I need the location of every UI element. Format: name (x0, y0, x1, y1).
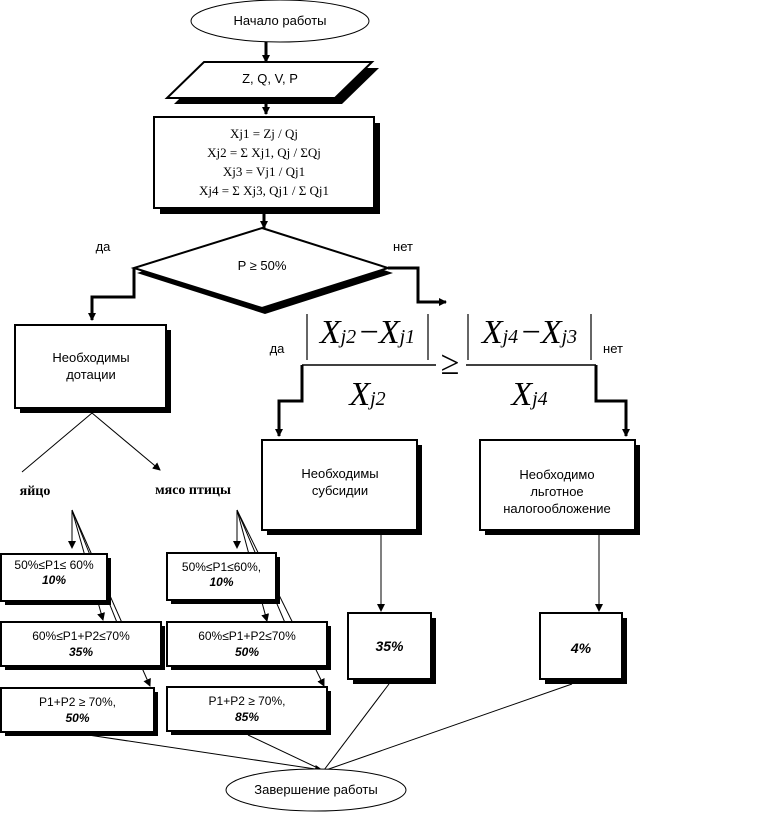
poultry-r1-value: 10% (209, 575, 234, 589)
subsidy-value-box (347, 612, 432, 680)
dotacii-label: Необходимы дотации (52, 350, 130, 382)
egg-r1-cond: 50%≤P1≤ 60% (14, 558, 94, 572)
decision1-no: нет (393, 239, 413, 254)
connector-tax-end (325, 683, 573, 771)
lgota-label: Необходимо льготное налогообложение (503, 467, 611, 516)
egg-r1-box (0, 553, 108, 602)
egg-r2-cond: 60%≤P1+P2≤70% (32, 629, 130, 643)
poultry-r3-text: P1+P2 ≥ 70%, 85% (170, 693, 324, 725)
decision2-yes: да (269, 341, 285, 356)
input-parallelogram (164, 61, 375, 99)
poultry-r1-cond: 50%≤P1≤60%, (181, 560, 262, 574)
tax-value-box (539, 612, 623, 680)
poultry-r2-text: 60%≤P1+P2≤70% 50% (170, 628, 324, 660)
decision2-no: нет (603, 341, 623, 356)
connector-poultry-end (247, 734, 323, 771)
connector-dotacii-egg (21, 412, 93, 473)
end-terminator (225, 768, 407, 812)
subsidii-box (261, 439, 418, 531)
ratio-right-denominator: Xj4 (511, 376, 548, 413)
lgota-box (479, 439, 636, 531)
egg-r3-cond: P1+P2 ≥ 70%, (39, 695, 116, 709)
egg-r1-value: 10% (41, 573, 67, 587)
egg-r3-text: P1+P2 ≥ 70%, 50% (4, 694, 151, 726)
connector-egg-end (74, 732, 323, 773)
egg-title: яйцо (19, 484, 51, 499)
connector-ratio-yes (275, 365, 304, 437)
ratio-right-numerator: Xj4 −Xj3 (481, 314, 578, 351)
poultry-r3-cond: P1+P2 ≥ 70%, (208, 694, 286, 708)
poultry-r2-value: 50% (234, 645, 260, 659)
egg-r2-box (0, 621, 162, 667)
connector-ratio-no (594, 365, 630, 437)
start-terminator (190, 0, 370, 43)
dotacii-box (14, 324, 167, 409)
poultry-r1-box (166, 552, 277, 601)
connector-yes-dotacii (88, 268, 136, 321)
end-label: Завершение работы (254, 782, 378, 797)
calc-line-4: Xj4 = Σ Xj3, Qj1 / Σ Qj1 (198, 183, 330, 198)
decision1-condition: P ≥ 50% (237, 258, 287, 273)
egg-r3-value: 50% (65, 711, 90, 725)
calc-formulas: Xj1 = Zj / Qj Xj2 = Σ Xj1, Qj / ΣQj Xj3 … (156, 124, 372, 200)
egg-r2-value: 35% (68, 645, 94, 659)
egg-r3-box (0, 687, 155, 733)
connector-no-ratio (388, 266, 447, 306)
calc-box (153, 116, 375, 209)
calc-line-1: Xj1 = Zj / Qj (230, 126, 298, 141)
poultry-r3-box (166, 686, 328, 732)
subsidy-value: 35% (375, 638, 404, 654)
tax-value: 4% (570, 640, 592, 656)
poultry-r1-text: 50%≤P1≤60%, 10% (170, 560, 273, 590)
ratio-operator: ≥ (440, 345, 460, 382)
ratio-left-numerator: Xj2 −Xj1 (319, 314, 416, 351)
egg-r1-text: 50%≤P1≤ 60% 10% (7, 558, 101, 588)
calc-line-2: Xj2 = Σ Xj1, Qj / ΣQj (207, 145, 321, 160)
input-label: Z, Q, V, P (242, 71, 298, 86)
calc-line-3: Xj3 = Vj1 / Qj1 (222, 164, 306, 179)
decision-diamond (130, 226, 392, 310)
start-label: Начало работы (233, 13, 327, 28)
decision1-yes: да (95, 239, 111, 254)
egg-r2-text: 60%≤P1+P2≤70% 35% (4, 628, 158, 660)
poultry-title: мясо птицы (155, 483, 231, 498)
subsidii-label: Необходимы субсидии (301, 466, 379, 498)
connector-subsidy-end (323, 683, 390, 771)
poultry-r2-cond: 60%≤P1+P2≤70% (198, 629, 296, 643)
poultry-r2-box (166, 621, 328, 667)
connector-dotacii-poultry (91, 412, 161, 471)
ratio-left-denominator: Xj2 (349, 376, 386, 413)
poultry-r3-value: 85% (234, 710, 260, 724)
